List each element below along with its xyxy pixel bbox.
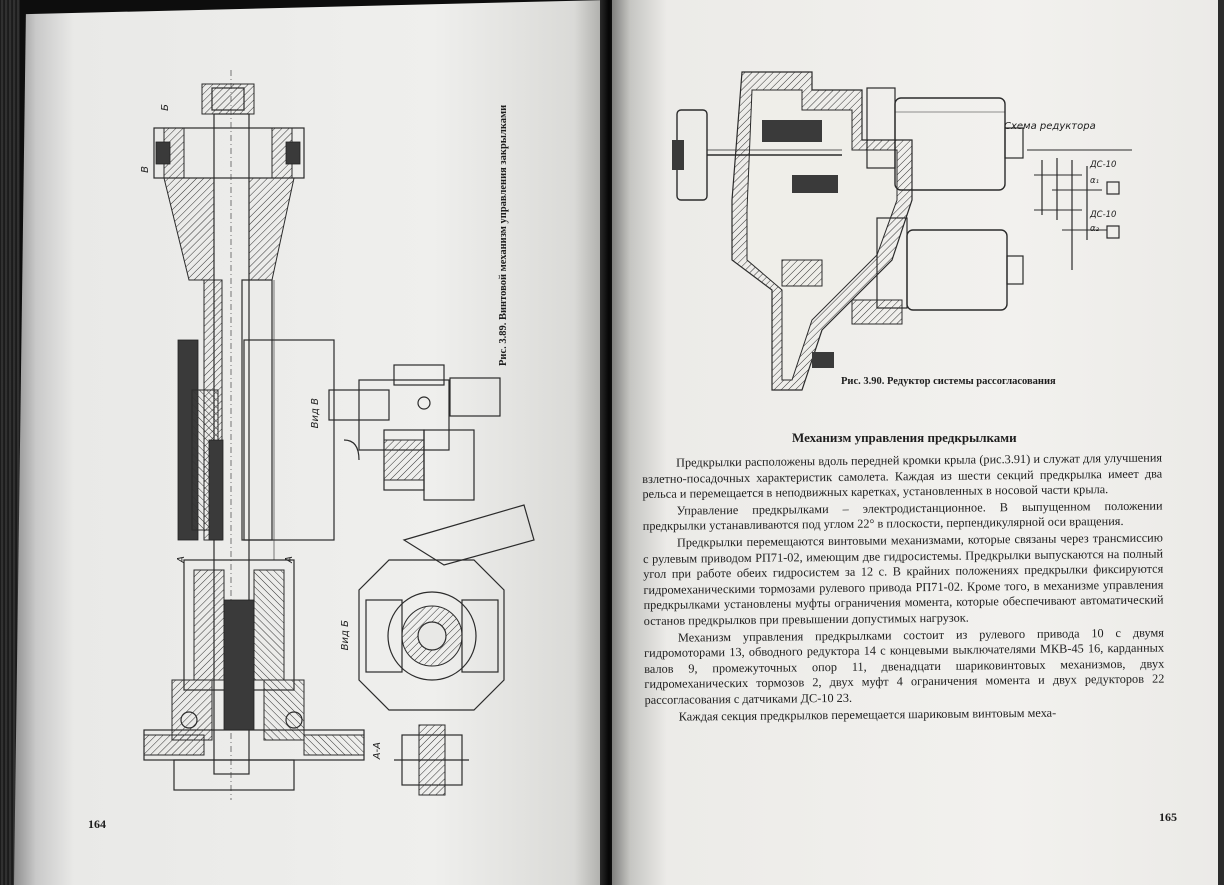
scheme-label: Схема редуктора <box>1004 121 1096 132</box>
view-label-b: Б <box>160 104 171 111</box>
book-edge-left <box>0 0 20 885</box>
book-edge-right <box>1218 0 1224 885</box>
paragraph-1: Предкрылки расположены вдоль передней кр… <box>642 450 1163 502</box>
paragraph-4: Механизм управления предкрылками состоит… <box>643 625 1165 707</box>
section-title: Механизм управления предкрылками <box>792 430 1017 445</box>
view-label-section-aa: А-А <box>372 742 383 760</box>
body-text: Предкрылки расположены вдоль передней кр… <box>642 451 1165 727</box>
figure-caption-3-89: Рис. 3.89. Винтовой механизм управления … <box>498 104 509 366</box>
alpha2-label: α₂ <box>1090 224 1100 234</box>
view-label-vid-v: Вид В <box>310 398 321 429</box>
right-page: Схема редуктора ДС-10 α₁ ДС-10 α₂ Рис. 3… <box>612 0 1224 885</box>
view-label-a-left: А <box>176 556 187 563</box>
ds10-label-1: ДС-10 <box>1090 160 1117 170</box>
figure-caption-3-90: Рис. 3.90. Редуктор системы рассогласова… <box>841 376 1056 387</box>
left-page: Б В Вид В Вид Б А-А А А Рис. 3.89. Винто… <box>14 0 608 885</box>
page-number-right: 165 <box>1159 810 1177 824</box>
reducer-drawing <box>672 71 1132 391</box>
ds10-label-2: ДС-10 <box>1090 210 1117 220</box>
paragraph-3: Предкрылки перемещаются винтовыми механи… <box>643 530 1164 628</box>
page-number-left: 164 <box>88 817 106 831</box>
alpha1-label: α₁ <box>1090 176 1100 186</box>
view-label-vid-b: Вид Б <box>340 620 351 651</box>
view-label-v: В <box>140 166 151 173</box>
view-label-a-right: А <box>284 556 295 563</box>
screw-mechanism-drawing <box>143 70 535 800</box>
paragraph-2: Управление предкрылками – электродистанц… <box>642 498 1163 534</box>
